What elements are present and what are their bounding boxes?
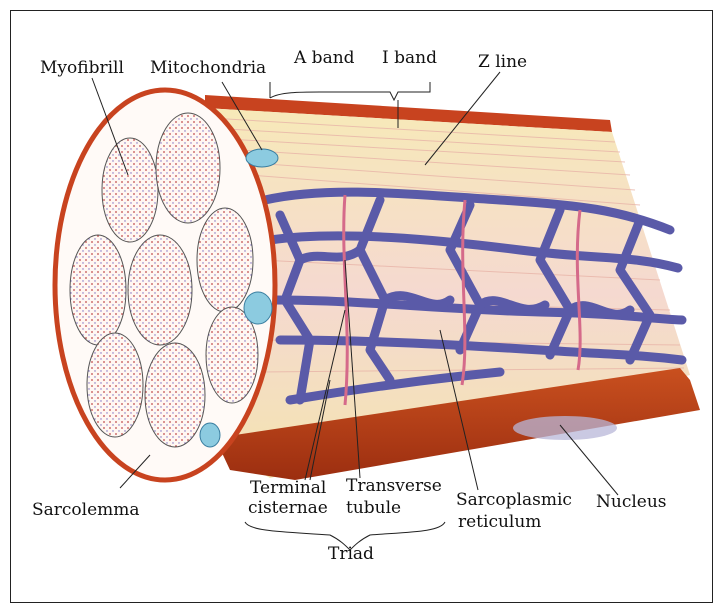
label-cisternae: cisternae: [248, 498, 328, 518]
label-z-line: Z line: [478, 52, 527, 72]
nucleus: [513, 416, 617, 440]
label-transverse: Transverse: [346, 476, 442, 496]
label-a-band: A band: [294, 48, 355, 68]
label-reticulum: reticulum: [458, 512, 541, 532]
label-i-band: I band: [382, 48, 437, 68]
label-tubule: tubule: [346, 498, 401, 518]
label-myofibril: Myofibrill: [40, 58, 124, 78]
label-terminal: Terminal: [250, 478, 326, 498]
label-nucleus: Nucleus: [596, 492, 667, 512]
label-sarcoplasmic: Sarcoplasmic: [456, 490, 572, 510]
label-mitochondria: Mitochondria: [150, 58, 266, 78]
label-triad: Triad: [328, 544, 374, 564]
label-sarcolemma: Sarcolemma: [32, 500, 140, 520]
